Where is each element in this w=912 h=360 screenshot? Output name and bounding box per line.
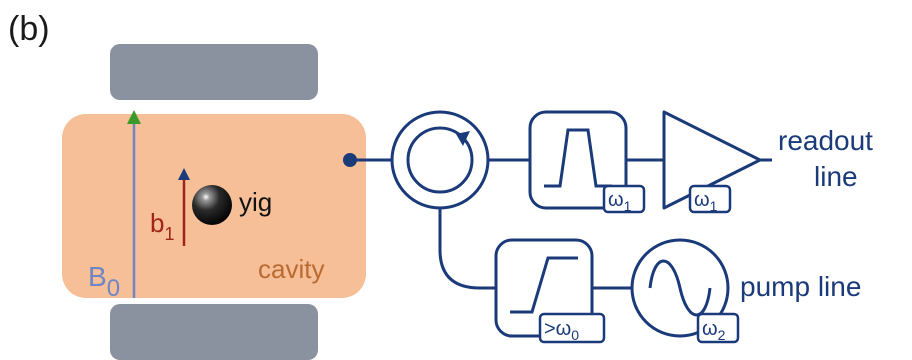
- b0-arrow-head: [127, 110, 141, 124]
- circulator-outer: [390, 110, 490, 210]
- wire-circulator-pump: [438, 208, 496, 290]
- pump-line-label: pump line: [740, 271, 861, 302]
- yig-label: yig: [239, 187, 272, 217]
- amplifier-triangle: [662, 110, 762, 210]
- highpass-symbol-icon: [510, 256, 578, 314]
- amplifier-freq-tag: [688, 184, 732, 214]
- readout-line-label: readout line: [778, 125, 881, 192]
- circulator-inner: [406, 126, 474, 194]
- highpass-freq-tag: [538, 312, 606, 344]
- magnet-top: [110, 44, 318, 100]
- b0-label: B0: [88, 261, 120, 302]
- panel-label: (b): [8, 10, 50, 48]
- yig-sphere: [192, 185, 232, 225]
- bandpass-freq-tag: [602, 184, 646, 214]
- highpass-freq-label: >ω0: [544, 318, 579, 343]
- source-freq-tag: [696, 312, 740, 344]
- amplifier-freq-label: ω1: [694, 189, 718, 214]
- b1-arrow-head: [178, 168, 190, 180]
- b1-label: b1: [150, 208, 174, 244]
- bandpass-symbol-icon: [544, 128, 612, 188]
- cavity-label: cavity: [258, 254, 324, 284]
- sine-wave-icon: [648, 259, 712, 317]
- circulator-arrow-icon: [456, 131, 470, 146]
- source-freq-label: ω2: [702, 318, 726, 343]
- bandpass-freq-label: ω1: [608, 189, 632, 214]
- magnet-bottom: [110, 304, 318, 360]
